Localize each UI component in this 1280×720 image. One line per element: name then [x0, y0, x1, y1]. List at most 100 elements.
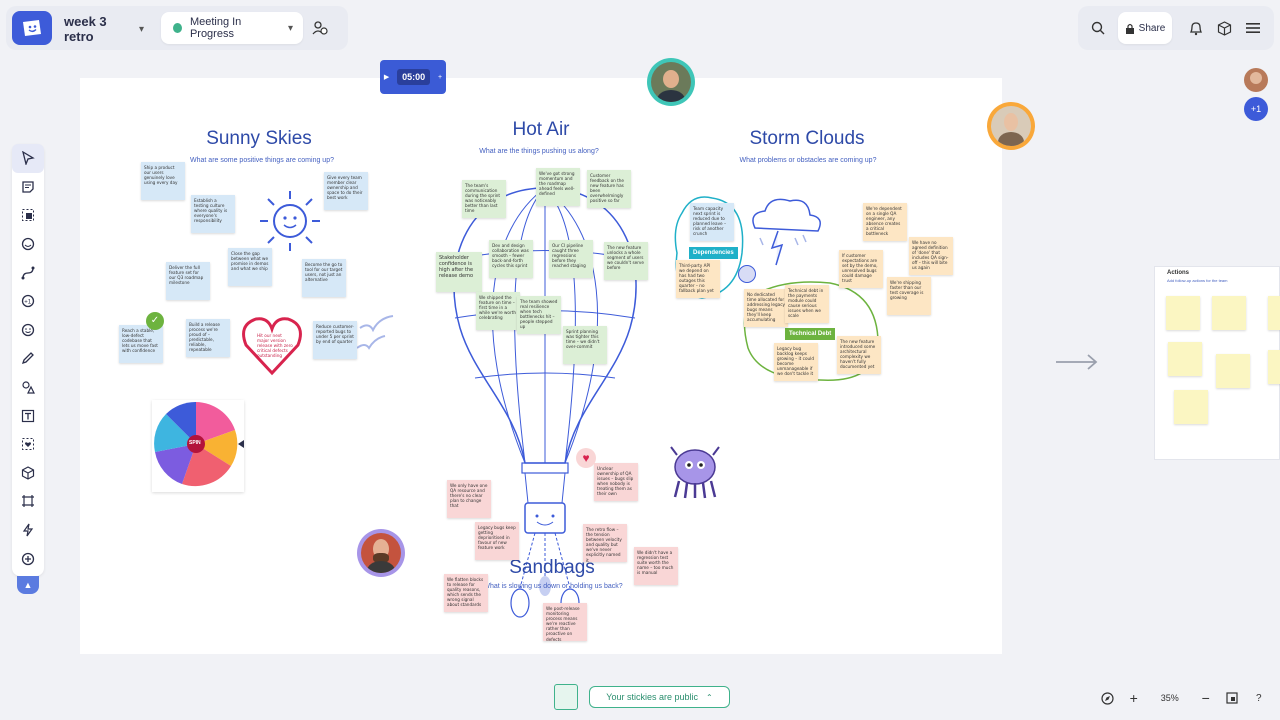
sticky-note[interactable] [1166, 296, 1200, 330]
sticky-note[interactable]: We have no agreed definition of 'done' t… [909, 237, 953, 275]
participant-extra-count[interactable]: +1 [1244, 97, 1268, 121]
sticky-note[interactable] [1268, 350, 1280, 384]
sticky-note[interactable]: We've got strong momentum and the roadma… [536, 168, 580, 206]
select-tool[interactable] [12, 144, 44, 173]
sticky-note[interactable]: Unclear ownership of QA issues – bugs sl… [594, 463, 638, 501]
connector-icon [21, 266, 35, 280]
meeting-status-menu[interactable]: Meeting In Progress ▾ [161, 12, 303, 44]
play-icon[interactable]: ▶ [383, 74, 390, 81]
vote-tool[interactable]: +1 [12, 287, 44, 316]
sticky-note[interactable]: The new feature unlocks a whole segment … [604, 242, 648, 280]
notifications-button[interactable] [1180, 12, 1212, 44]
frame-tool[interactable] [12, 487, 44, 516]
countdown-timer[interactable]: ▶ 05:00 + [380, 60, 446, 94]
zoom-level[interactable]: 35% [1160, 693, 1179, 703]
frame-select-tool[interactable] [12, 201, 44, 230]
group-tag-technical-debt[interactable]: Technical Debt [785, 328, 836, 340]
sticky-note[interactable]: The team's communication during the spri… [462, 180, 506, 218]
search-button[interactable] [1082, 12, 1114, 44]
spin-wheel-icon [154, 401, 244, 487]
sticky-note[interactable]: Build a release process we're proud of –… [186, 319, 230, 357]
sticky-note-tool[interactable] [12, 173, 44, 202]
sticky-note[interactable]: Team capacity next sprint is reduced due… [690, 203, 734, 241]
sticky-note[interactable]: Reach a stable, low-defect codebase that… [119, 325, 163, 363]
sticky-note[interactable]: The retro flow – the tension between vel… [583, 524, 627, 562]
recenter-button[interactable] [1094, 684, 1121, 712]
dashed-frame-icon [22, 209, 34, 222]
sticky-note[interactable]: Third-party API we depend on has had two… [676, 260, 720, 298]
sticky-note[interactable] [1268, 296, 1280, 330]
sticky-note[interactable] [1174, 390, 1208, 424]
participant-avatar[interactable] [1244, 68, 1268, 92]
sticky-note[interactable]: Deliver the full feature set for our Q3 … [166, 262, 210, 300]
sticky-visibility-toggle[interactable]: Your stickies are public ⌃ [589, 686, 730, 708]
sticky-note[interactable]: Hit our next major version release with … [257, 333, 293, 359]
sticky-note[interactable]: Reduce customer-reported bugs to under 5… [313, 321, 357, 359]
sticky-note[interactable]: Stakeholder confidence is high after the… [436, 252, 482, 292]
sticky-note[interactable]: We didn't have a regression test suite w… [634, 547, 678, 585]
help-button[interactable]: ? [1246, 684, 1273, 712]
sticky-note[interactable]: Technical debt in the payments module co… [785, 285, 829, 323]
shapes-icon [22, 381, 35, 394]
sticky-note[interactable]: We flatten blocks to release for quality… [444, 574, 488, 612]
heart-frame-icon [22, 438, 34, 451]
sticky-note[interactable]: The team showed real resilience when tec… [517, 296, 561, 334]
emoji-sticker [738, 265, 756, 283]
arrow-right-icon [1056, 354, 1098, 370]
sticky-note[interactable]: The new feature introduced some architec… [837, 336, 881, 374]
sticky-note[interactable]: Give every team member clear ownership a… [324, 172, 368, 210]
sticky-note[interactable]: If customer expectations are set by the … [839, 250, 883, 288]
zoom-in-button[interactable]: + [1121, 684, 1148, 712]
help-icon: ? [1255, 692, 1262, 704]
templates-button[interactable] [1208, 12, 1240, 44]
group-tag-dependencies[interactable]: Dependencies [689, 247, 738, 259]
main-menu-button[interactable] [1237, 12, 1269, 44]
sticky-note[interactable]: Close the gap between what we promise in… [228, 248, 272, 286]
zoom-out-button[interactable]: − [1192, 684, 1219, 712]
sticky-note[interactable]: Dev and design collaboration was smooth … [489, 240, 533, 278]
lock-icon [1125, 23, 1134, 34]
more-tools[interactable] [12, 544, 44, 573]
sticky-note[interactable]: Ship a product our users genuinely love … [141, 162, 185, 200]
sticky-note[interactable]: We post-release monitoring process means… [543, 603, 587, 641]
share-button[interactable]: Share [1118, 12, 1172, 44]
sticky-note[interactable] [1212, 296, 1246, 330]
pen-tool[interactable] [12, 344, 44, 373]
sticky-note[interactable]: We're dependent on a single QA engineer,… [863, 203, 907, 241]
sticky-note[interactable]: Legacy bugs keep getting deprioritised i… [475, 522, 519, 560]
shapes-tool[interactable] [12, 373, 44, 402]
sticky-note[interactable] [1168, 342, 1202, 376]
search-icon [1091, 21, 1105, 35]
section-subtitle-storm-clouds: What problems or obstacles are coming up… [739, 157, 877, 164]
sticker-tool[interactable] [12, 230, 44, 259]
app-logo[interactable] [12, 11, 52, 45]
sticky-note[interactable]: Establish a testing culture where qualit… [191, 195, 235, 233]
sticky-note[interactable]: We only have one QA resource and there's… [447, 480, 491, 518]
meeting-settings-button[interactable] [304, 12, 336, 44]
spin-wheel-widget[interactable]: SPIN [152, 400, 244, 492]
actions-subtitle: Add follow-up actions for the team [1167, 278, 1228, 283]
section-subtitle-sunny-skies: What are some positive things are coming… [190, 157, 334, 164]
connector-tool[interactable] [12, 258, 44, 287]
text-box-icon [21, 409, 35, 422]
sticky-note[interactable]: Customer feedback on the new feature has… [587, 170, 631, 208]
add-time-icon[interactable]: + [437, 73, 443, 81]
emoji-tool[interactable] [12, 316, 44, 345]
sticky-note[interactable]: We're shipping faster than our test cove… [887, 277, 931, 315]
sticky-note[interactable]: We shipped the feature on time – first t… [476, 292, 520, 330]
board-title-menu[interactable]: week 3 retro ▾ [52, 13, 154, 45]
minimap-button[interactable] [1219, 684, 1246, 712]
widget-tool[interactable] [12, 459, 44, 488]
sticky-note[interactable]: Become the go to tool for our target use… [302, 259, 346, 297]
sticky-note[interactable]: Our CI pipeline caught three regressions… [549, 240, 593, 278]
text-tool[interactable] [12, 401, 44, 430]
sticky-note[interactable]: Legacy bug backlog keeps growing – it co… [774, 343, 818, 381]
sticky-note[interactable] [1216, 354, 1250, 388]
toolbar-collapse-button[interactable]: ▲ [17, 576, 39, 594]
sticky-logo-icon [23, 20, 41, 36]
sticky-note[interactable]: Sprint planning was tighter this time – … [563, 326, 607, 364]
activities-tool[interactable] [12, 516, 44, 545]
sticker-icon [21, 237, 35, 251]
sticky-note[interactable]: No dedicated time allocated for addressi… [744, 289, 788, 327]
template-tool[interactable] [12, 430, 44, 459]
